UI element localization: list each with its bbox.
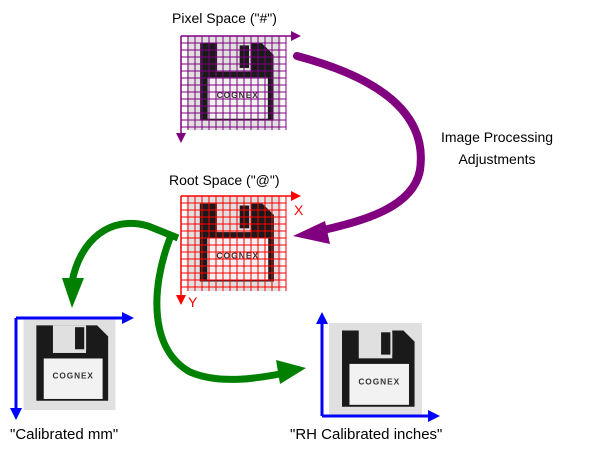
calibrated-mm-arrowhead [62, 278, 84, 308]
calibrated-mm-label: "Calibrated mm" [10, 426, 119, 443]
transform-label-line2: Adjustments [458, 151, 536, 167]
root-grid [180, 195, 287, 291]
image-processing-arrowhead [293, 221, 330, 244]
root-space-title: Root Space ("@") [169, 172, 280, 188]
image-processing-arrow [293, 52, 425, 237]
calibrated-inches-image [316, 312, 440, 422]
transform-label: Image Processing Adjustments [433, 126, 561, 170]
transform-label-line1: Image Processing [440, 129, 554, 145]
root-y-label: Y [188, 294, 198, 310]
pixel-grid [180, 35, 287, 130]
calibrated-inches-label: "RH Calibrated inches" [290, 426, 443, 443]
calibrated-inches-arrowhead [276, 360, 306, 384]
pixel-space-image [176, 31, 301, 143]
pixel-space-title: Pixel Space ("#") [172, 10, 277, 26]
calibrated-mm-arrow [68, 219, 180, 283]
root-space-image [176, 191, 301, 305]
calibrated-mm-image [10, 312, 134, 420]
calibrated-inches-arrow [153, 236, 286, 383]
root-x-label: X [294, 202, 304, 218]
